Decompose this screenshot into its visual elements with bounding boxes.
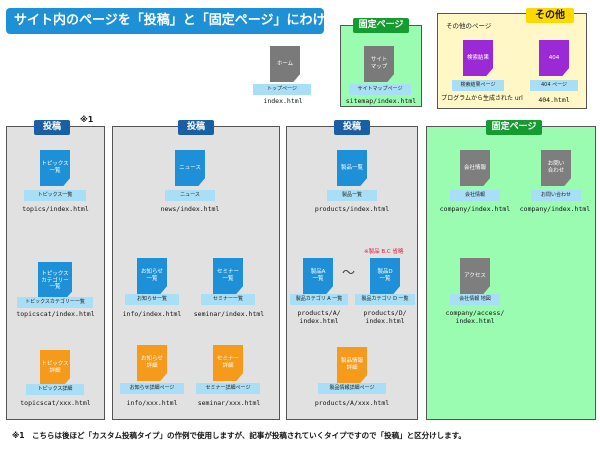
access-page-icon: アクセス bbox=[460, 258, 490, 294]
notfound-page-icon: 404 bbox=[539, 40, 569, 76]
sitemap-chip: サイトマップページ bbox=[349, 84, 411, 95]
fixed-column-tag: 固定ページ bbox=[486, 120, 542, 135]
topics-post-tag: 投稿 bbox=[34, 120, 70, 135]
product-d-list-url: products/D/ index.html bbox=[363, 309, 407, 326]
company-chip: 会社情報 bbox=[450, 190, 500, 201]
home-chip: トップページ bbox=[253, 84, 311, 95]
contact-page-icon: お問い 合わせ bbox=[541, 150, 571, 186]
products-list-chip: 製品一覧 bbox=[327, 190, 377, 201]
search-result-page-icon: 検索結果 bbox=[463, 40, 493, 76]
other-tag: その他 bbox=[526, 8, 574, 23]
footnote: ※1 こちらは後ほど「カスタム投稿タイプ」の作例で使用しますが、記事が投稿されて… bbox=[12, 431, 466, 440]
product-a-list-chip: 製品カテゴリ A 一覧 bbox=[290, 294, 348, 305]
search-result-url: プログラムから生成された url bbox=[441, 95, 523, 102]
product-detail-url: products/A/xxx.html bbox=[314, 399, 390, 407]
products-omitted-note: ※製品 B,C 省略 bbox=[364, 249, 404, 255]
footnote-mark: ※1 bbox=[80, 115, 94, 124]
topics-detail-chip: トピックス詳細 bbox=[26, 384, 84, 395]
access-url: company/access/ index.html bbox=[445, 309, 505, 326]
sitemap-url: sitemap/index.html bbox=[345, 97, 417, 105]
seminar-list-chip: セミナー一覧 bbox=[201, 294, 255, 305]
topics-category-icon: トピックス カテゴリー 一覧 bbox=[38, 262, 72, 300]
product-a-list-icon: 製品A 一覧 bbox=[303, 258, 333, 294]
topics-detail-icon: トピックス 詳細 bbox=[40, 350, 70, 386]
products-post-tag: 投稿 bbox=[334, 120, 370, 135]
company-url: company/index.html bbox=[439, 205, 511, 213]
seminar-detail-icon: セミナー 詳細 bbox=[213, 345, 243, 381]
access-chip: 会社情報 地図 bbox=[450, 294, 500, 305]
topics-detail-url: topicscat/xxx.html bbox=[20, 399, 91, 407]
topics-category-chip: トピックスカテゴリー一覧 bbox=[17, 297, 93, 308]
products-list-url: products/index.html bbox=[314, 205, 390, 213]
info-detail-chip: お知らせ詳細ページ bbox=[120, 383, 184, 394]
home-page-icon: ホーム bbox=[270, 46, 300, 82]
product-d-list-chip: 製品カテゴリ D 一覧 bbox=[355, 294, 415, 305]
product-a-list-url: products/A/ index.html bbox=[297, 309, 341, 326]
search-result-chip: 検索結果ページ bbox=[452, 80, 504, 91]
sitemap-page-icon: サイト マップ bbox=[364, 46, 394, 82]
seminar-list-url: seminar/index.html bbox=[193, 310, 265, 318]
seminar-detail-url: seminar/xxx.html bbox=[197, 399, 261, 407]
product-d-list-icon: 製品D 一覧 bbox=[370, 258, 400, 294]
notfound-chip: 404 ページ bbox=[530, 80, 578, 91]
news-icon: ニュース bbox=[175, 150, 205, 186]
topics-list-chip: トピックス一覧 bbox=[24, 190, 86, 201]
company-page-icon: 会社情報 bbox=[460, 150, 490, 186]
info-detail-url: info/xxx.html bbox=[126, 399, 178, 407]
seminar-list-icon: セミナー 一覧 bbox=[213, 258, 243, 294]
products-list-icon: 製品一覧 bbox=[337, 150, 367, 186]
seminar-detail-chip: セミナー詳細ページ bbox=[196, 383, 260, 394]
product-detail-chip: 製品情報詳細ページ bbox=[318, 383, 386, 394]
news-url: news/index.html bbox=[160, 205, 220, 213]
info-list-url: info/index.html bbox=[122, 310, 182, 318]
topics-list-url: topics/index.html bbox=[22, 205, 89, 213]
news-post-tag: 投稿 bbox=[178, 120, 214, 135]
topics-list-icon: トピックス 一覧 bbox=[40, 150, 70, 186]
fixed-page-tag: 固定ページ bbox=[353, 18, 409, 33]
info-detail-icon: お知らせ 詳細 bbox=[137, 345, 167, 381]
contact-chip: お問い合わせ bbox=[531, 190, 581, 201]
notfound-url: 404.html bbox=[538, 96, 570, 104]
info-list-icon: お知らせ 一覧 bbox=[137, 258, 167, 294]
info-list-chip: お知らせ一覧 bbox=[125, 294, 179, 305]
page-title: サイト内のページを「投稿」と「固定ページ」にわける bbox=[6, 8, 338, 34]
range-tilde: 〜 bbox=[342, 266, 356, 281]
home-url: index.html bbox=[263, 97, 303, 105]
contact-url: company/index.html bbox=[519, 205, 591, 213]
other-heading: その他のページ bbox=[446, 22, 492, 30]
news-chip: ニュース bbox=[165, 190, 215, 201]
product-detail-icon: 製品情報 詳細 bbox=[337, 347, 367, 383]
topics-category-url: topicscat/index.html bbox=[16, 310, 95, 318]
